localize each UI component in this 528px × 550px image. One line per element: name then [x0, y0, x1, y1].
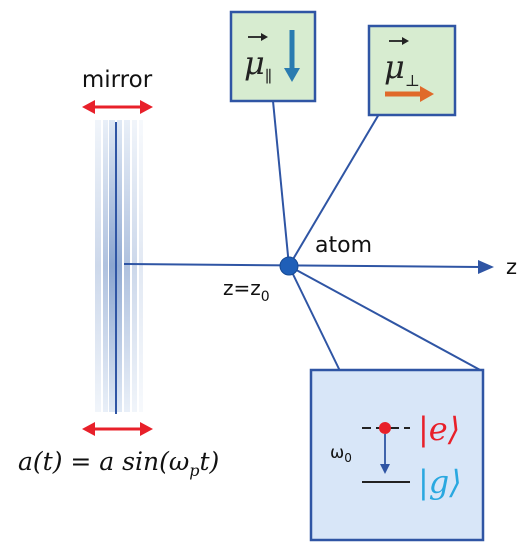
z-axis-label: z — [506, 255, 517, 279]
dipole-parallel-arrow-icon — [284, 30, 300, 82]
mirror-motion-equation: a(t) = a sin(ωpt) — [18, 447, 219, 480]
vector-arrow-icon — [248, 33, 268, 41]
excited-state-label: |e⟩ — [418, 410, 460, 448]
z-axis — [123, 260, 494, 274]
atom-dot — [279, 256, 299, 276]
mirror — [95, 120, 143, 414]
connector-lines — [272, 100, 483, 372]
dipole-perpendicular-arrow-icon — [385, 86, 434, 102]
dipole-perpendicular-box: μ⊥ — [367, 24, 457, 117]
mirror-oscillation-arrow-top — [82, 100, 153, 114]
electron-dot — [379, 422, 391, 434]
dipole-parallel-box: μ∥ — [229, 10, 317, 103]
dipole-perpendicular-symbol: μ⊥ — [384, 48, 420, 90]
dipole-parallel-symbol: μ∥ — [244, 44, 272, 86]
transition-arrow-icon — [380, 434, 390, 474]
two-level-atom-box: ω0 |e⟩ |g⟩ — [309, 368, 485, 542]
atom-position-label: z=z0 — [223, 276, 270, 305]
atom-label: atom — [315, 233, 372, 258]
ground-state-label: |g⟩ — [418, 463, 462, 501]
mirror-label: mirror — [82, 67, 153, 93]
mirror-oscillation-arrow-bottom — [82, 422, 153, 436]
transition-frequency-label: ω0 — [330, 443, 352, 465]
vector-arrow-icon — [389, 37, 409, 45]
